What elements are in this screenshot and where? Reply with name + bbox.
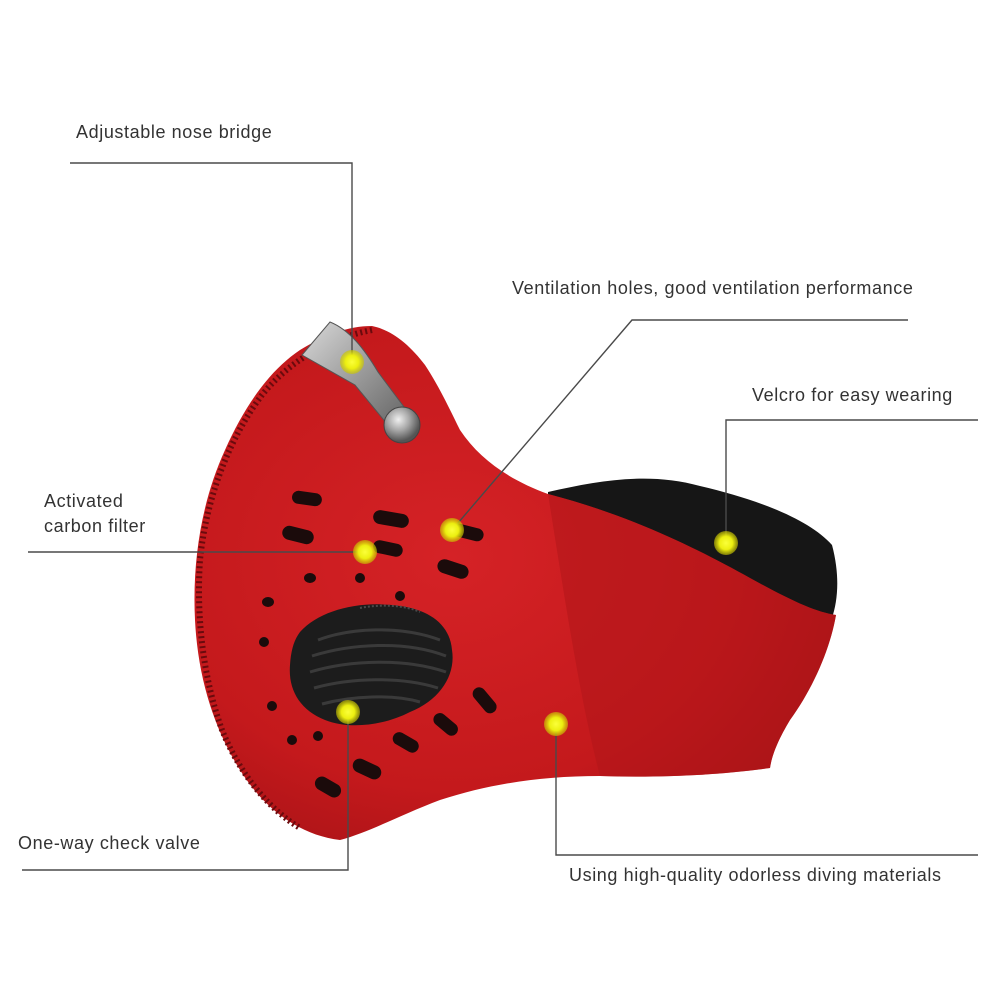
label-velcro: Velcro for easy wearing xyxy=(752,385,953,405)
rivet xyxy=(383,406,421,444)
marker-nose-bridge xyxy=(340,350,364,374)
markers xyxy=(336,350,738,736)
marker-check-valve xyxy=(336,700,360,724)
side-panel-shade xyxy=(548,494,836,777)
marker-material xyxy=(544,712,568,736)
stitch-seam xyxy=(196,327,373,831)
leader-nose-bridge xyxy=(70,162,353,362)
leader-ventilation xyxy=(451,319,908,531)
check-valve xyxy=(289,604,453,726)
label-carbon-filter-line1: Activated xyxy=(44,491,124,511)
leader-velcro xyxy=(725,419,978,543)
marker-ventilation xyxy=(440,518,464,542)
ventilation-holes xyxy=(259,490,497,798)
label-carbon-filter-line2: carbon filter xyxy=(44,516,146,536)
marker-carbon-filter xyxy=(353,540,377,564)
label-check-valve: One-way check valve xyxy=(18,833,201,853)
label-material: Using high-quality odorless diving mater… xyxy=(569,865,942,885)
label-nose-bridge: Adjustable nose bridge xyxy=(76,122,273,142)
label-ventilation: Ventilation holes, good ventilation perf… xyxy=(512,278,914,298)
marker-velcro xyxy=(714,531,738,555)
leader-check-valve xyxy=(22,712,349,871)
leader-lines xyxy=(22,162,978,871)
leader-material xyxy=(555,724,978,856)
